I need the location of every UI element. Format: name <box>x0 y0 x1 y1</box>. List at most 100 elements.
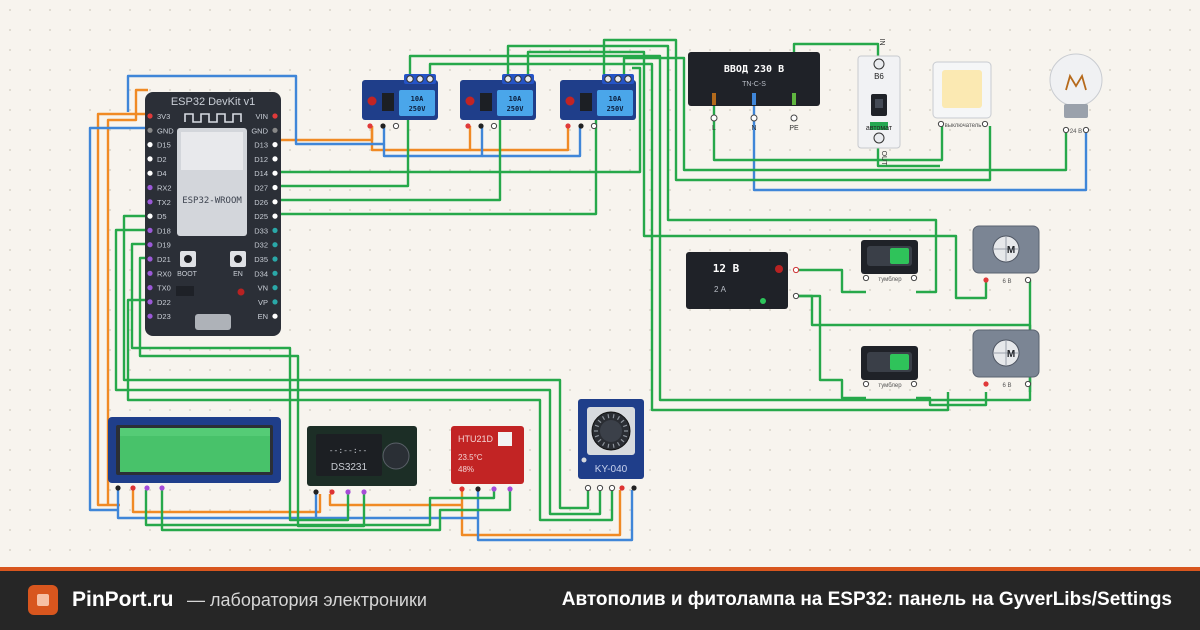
esp32-pin-label: D35 <box>254 255 268 264</box>
esp32-pin[interactable] <box>272 199 278 205</box>
relay-pin[interactable] <box>565 123 571 129</box>
relay-pin[interactable] <box>590 122 598 130</box>
relay-rating: 10A <box>509 95 522 103</box>
esp32-pin[interactable] <box>147 270 153 276</box>
terminal-pe[interactable] <box>790 114 798 122</box>
esp32-pin-label: D22 <box>157 298 171 307</box>
relay-screw-terminal[interactable] <box>624 75 632 83</box>
sensor-pin[interactable] <box>459 486 465 492</box>
esp32-pin[interactable] <box>147 156 153 162</box>
esp32-pin[interactable] <box>147 142 153 148</box>
esp32-pin[interactable] <box>147 242 153 248</box>
power-led <box>237 288 245 296</box>
encoder-pin[interactable] <box>608 484 616 492</box>
sensor-pin[interactable] <box>507 486 513 492</box>
relay-screw-terminal[interactable] <box>504 75 512 83</box>
esp32-pin[interactable] <box>147 199 153 205</box>
relay-pin[interactable] <box>380 123 386 129</box>
esp32-pin-label: VIN <box>255 112 268 121</box>
toggle-switch[interactable]: тумблер <box>861 240 918 283</box>
terminal-l[interactable] <box>710 114 718 122</box>
psu-terminal-minus[interactable] <box>792 292 800 300</box>
switch-rocker[interactable] <box>942 70 982 108</box>
toggle-lever[interactable] <box>890 248 909 264</box>
esp32-pin[interactable] <box>272 256 278 262</box>
relay-pin[interactable] <box>367 123 373 129</box>
esp32-pin-label: D32 <box>254 241 268 250</box>
rtc-pin[interactable] <box>329 489 335 495</box>
encoder-pin[interactable] <box>596 484 604 492</box>
terminal-n[interactable] <box>750 114 758 122</box>
esp32-pin-label: TX0 <box>157 284 171 293</box>
relay-led <box>565 96 575 106</box>
lcd-pin[interactable] <box>159 485 165 491</box>
esp32-pin[interactable] <box>147 113 153 119</box>
esp32-pin[interactable] <box>147 213 153 219</box>
relay-pin[interactable] <box>490 122 498 130</box>
wire-green <box>114 228 602 516</box>
relay-pin[interactable] <box>478 123 484 129</box>
rtc-pin[interactable] <box>345 489 351 495</box>
relay-pin[interactable] <box>578 123 584 129</box>
relay-pin[interactable] <box>392 122 400 130</box>
lcd-pin[interactable] <box>130 485 136 491</box>
esp32-pin-label: GND <box>157 126 174 135</box>
wire-green <box>622 56 1068 172</box>
toggle-switch[interactable]: тумблер <box>861 346 918 389</box>
terminal-label: PE <box>789 125 799 132</box>
sensor-temperature: 23.5°C <box>458 453 483 462</box>
esp32-pin-label: D34 <box>254 269 268 278</box>
footer-brand[interactable]: PinPort.ru <box>72 588 174 611</box>
esp32-pin[interactable] <box>147 285 153 291</box>
esp32-pin[interactable] <box>272 127 278 133</box>
encoder-pin[interactable] <box>584 484 592 492</box>
breaker-label: автомат <box>866 125 893 132</box>
esp32-pin[interactable] <box>272 113 278 119</box>
esp32-pin[interactable] <box>147 170 153 176</box>
esp32-pin[interactable] <box>272 184 278 191</box>
esp32-pin[interactable] <box>272 242 278 248</box>
lcd-pin[interactable] <box>115 485 121 491</box>
sensor-pin[interactable] <box>475 486 481 492</box>
wire-blue <box>126 74 386 146</box>
breaker-in-label: IN <box>878 39 885 46</box>
esp32-pin[interactable] <box>272 227 278 233</box>
usb-port <box>195 314 231 330</box>
psu-current: 2 А <box>714 285 727 294</box>
relay-screw-terminal[interactable] <box>524 75 532 83</box>
relay-screw-terminal[interactable] <box>514 75 522 83</box>
circuit-breaker: IN B6 автомат OUT <box>857 39 901 166</box>
esp32-pin[interactable] <box>272 313 278 319</box>
esp32-pin[interactable] <box>147 227 153 233</box>
wire-green <box>144 490 496 527</box>
encoder-pin[interactable] <box>619 485 625 491</box>
toggle-lever[interactable] <box>890 354 909 370</box>
esp32-pin[interactable] <box>272 299 278 305</box>
relay-screw-terminal[interactable] <box>604 75 612 83</box>
esp32-pin[interactable] <box>147 184 153 191</box>
relay-screw-terminal[interactable] <box>614 75 622 83</box>
esp32-pin[interactable] <box>272 285 278 291</box>
wire-green <box>796 294 866 400</box>
rtc-pin[interactable] <box>361 489 367 495</box>
esp32-pin[interactable] <box>272 270 278 276</box>
esp32-pin[interactable] <box>147 313 153 319</box>
rtc-pin[interactable] <box>313 489 319 495</box>
mains-title: ВВОД 230 В <box>724 64 784 75</box>
relay-screw-terminal[interactable] <box>406 75 414 83</box>
esp32-pin[interactable] <box>272 156 278 162</box>
sensor-pin[interactable] <box>491 486 497 492</box>
relay-screw-terminal[interactable] <box>416 75 424 83</box>
esp32-pin[interactable] <box>147 299 153 305</box>
relay-screw-terminal[interactable] <box>426 75 434 83</box>
relay-pin[interactable] <box>465 123 471 129</box>
esp32-pin[interactable] <box>272 213 278 219</box>
esp32-pin[interactable] <box>272 142 278 148</box>
esp32-pin[interactable] <box>147 256 153 262</box>
esp32-pin[interactable] <box>147 127 153 133</box>
psu-terminal-plus[interactable] <box>792 266 800 274</box>
relay-voltage: 250V <box>409 105 427 113</box>
esp32-pin[interactable] <box>272 170 278 176</box>
encoder-pin[interactable] <box>631 485 637 491</box>
lcd-pin[interactable] <box>144 485 150 491</box>
